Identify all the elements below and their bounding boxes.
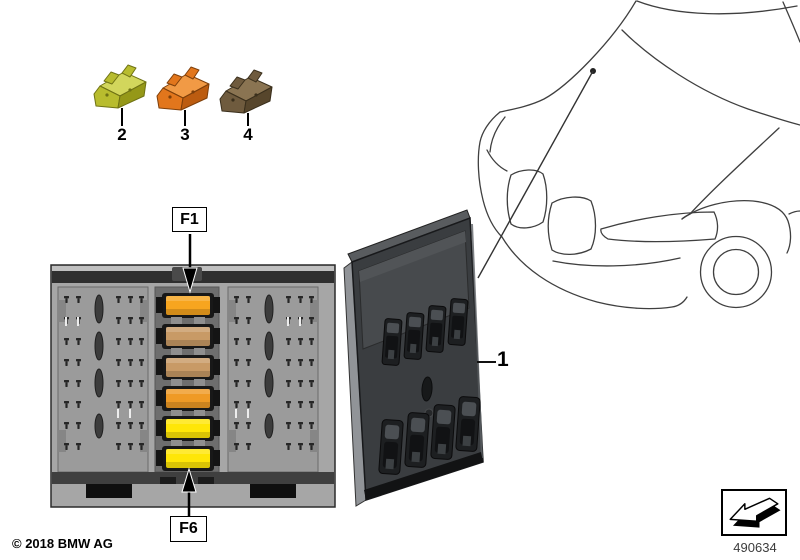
mini-fuse-icon: [219, 69, 273, 114]
fuse-legend-illustration: [93, 64, 273, 126]
fuse-box-illustration: [50, 234, 336, 517]
callout-2[interactable]: 2: [117, 125, 127, 144]
fuse-f3: [166, 358, 210, 377]
diagram-number: 490634: [733, 540, 777, 555]
module-connector-slots-upper: [381, 298, 469, 366]
callout-1[interactable]: 1: [497, 348, 509, 371]
module-connector-slots-lower: [378, 396, 481, 475]
fuse-f2: [166, 327, 210, 346]
control-module-illustration: [343, 209, 496, 507]
fuse-f1: [166, 296, 210, 315]
callout-3[interactable]: 3: [180, 125, 190, 144]
car-leader-line: [477, 70, 594, 279]
module-center-slot: [421, 376, 433, 402]
callout-f6[interactable]: F6: [170, 516, 207, 542]
fuse-f5: [166, 419, 210, 438]
callout-4[interactable]: 4: [243, 125, 253, 144]
f6-arrowhead-icon: [181, 467, 197, 493]
fuse-f4: [166, 389, 210, 408]
change-arrow-button[interactable]: [721, 489, 787, 536]
copyright-text: © 2018 BMW AG: [12, 536, 113, 551]
mini-fuse-icon: [93, 64, 147, 109]
f1-arrowhead-icon: [182, 267, 198, 294]
fuse-f6: [166, 449, 210, 468]
mini-fuse-icon: [156, 66, 210, 111]
car-outline-illustration: [477, 0, 800, 310]
arrow-3d-down-left-icon: [729, 497, 781, 528]
fuse-rail: [156, 293, 220, 471]
callout-f1[interactable]: F1: [172, 207, 207, 232]
